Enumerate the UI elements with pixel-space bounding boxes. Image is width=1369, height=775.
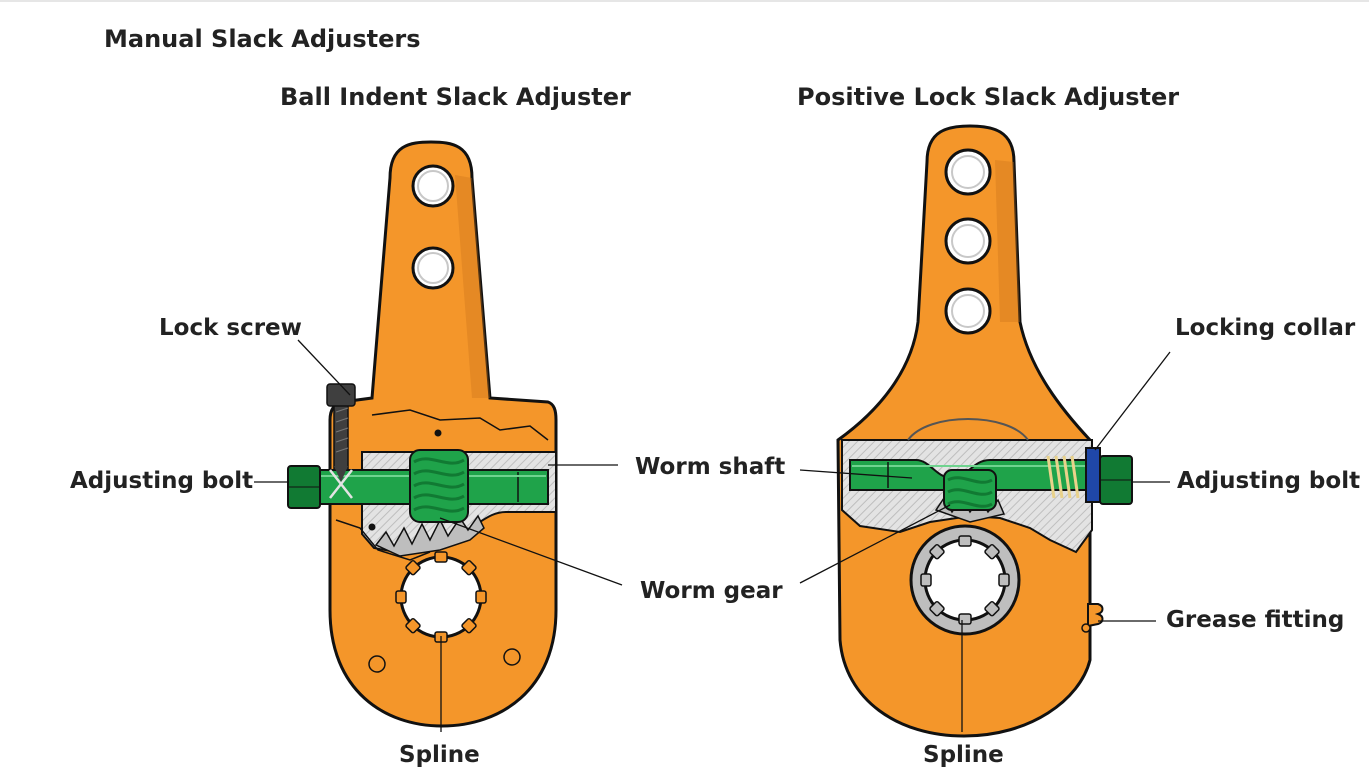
- left-adjuster-body: [328, 140, 558, 728]
- label-left-adjusting-bolt: Adjusting bolt: [70, 468, 254, 494]
- left-lock-screw-head: [326, 383, 356, 407]
- positive-lock-title: Positive Lock Slack Adjuster: [797, 83, 1180, 111]
- right-grease-fitting: [1087, 603, 1104, 628]
- right-housing-arc: [907, 418, 1029, 441]
- left-lock-screw-tip: [334, 466, 348, 482]
- left-arm-hole-1-inner: [417, 170, 449, 202]
- left-rivet-2: [503, 648, 521, 666]
- label-worm-gear: Worm gear: [640, 578, 783, 604]
- left-spline-teeth: [395, 551, 487, 643]
- leader-worm-gear-right: [799, 504, 951, 584]
- right-adjuster-body: [836, 124, 1092, 738]
- left-arm-hole-2-inner: [417, 252, 449, 284]
- right-arm-shading: [995, 160, 1020, 322]
- left-crack-line-2: [335, 519, 431, 561]
- left-crack-line: [371, 409, 549, 441]
- label-left-spline: Spline: [399, 742, 480, 768]
- leader-locking-collar: [1094, 351, 1171, 451]
- label-locking-collar: Locking collar: [1175, 315, 1356, 341]
- label-right-adjusting-bolt: Adjusting bolt: [1177, 468, 1361, 494]
- label-lock-screw: Lock screw: [159, 315, 302, 341]
- right-worm-gear: [943, 469, 997, 511]
- left-gear-teeth: [374, 514, 485, 557]
- label-worm-shaft: Worm shaft: [635, 454, 786, 480]
- label-right-spline: Spline: [923, 742, 1004, 768]
- top-rule: [0, 0, 1369, 2]
- leader-worm-gear-left: [439, 517, 623, 586]
- left-rivet-1: [368, 655, 386, 673]
- positive-lock-adjuster: [836, 124, 1133, 738]
- leader-worm-shaft-right: [799, 469, 913, 479]
- right-locking-collar: [1085, 447, 1101, 503]
- right-spring: [1046, 455, 1080, 499]
- leader-lock-screw: [297, 339, 351, 396]
- left-arm-shading: [455, 175, 490, 398]
- ball-indent-adjuster: [287, 140, 558, 728]
- left-worm-threads: [413, 457, 465, 513]
- ball-indent-title: Ball Indent Slack Adjuster: [280, 83, 631, 111]
- label-grease-fitting: Grease fitting: [1166, 607, 1345, 633]
- right-spline-teeth: [920, 535, 1010, 625]
- page-title: Manual Slack Adjusters: [104, 25, 421, 53]
- leader-lines: [254, 339, 1171, 732]
- left-ball-indent: [329, 469, 353, 499]
